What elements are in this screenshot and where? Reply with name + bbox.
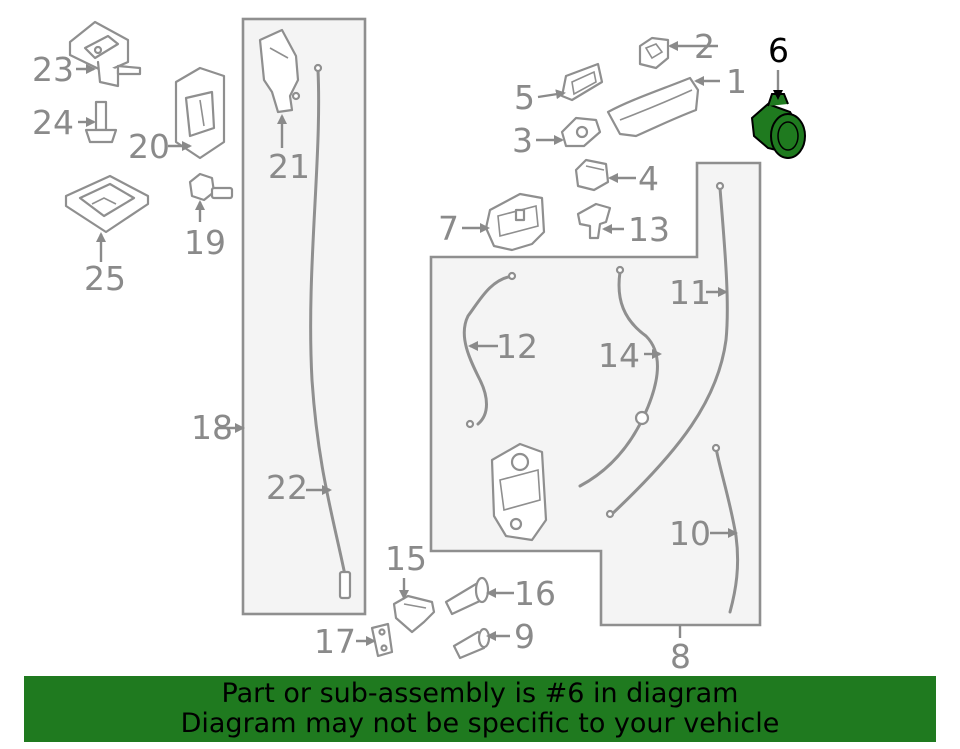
callout-24: 24 [32, 103, 74, 142]
callout-14: 14 [598, 336, 640, 375]
part-3-cover [560, 116, 602, 148]
part-2-gasket [638, 36, 670, 70]
part-16-bumper [444, 576, 490, 616]
callout-9: 9 [514, 617, 535, 656]
callout-5: 5 [514, 78, 535, 117]
callout-20: 20 [128, 127, 170, 166]
group-18-box [241, 17, 367, 616]
callout-15: 15 [385, 539, 427, 578]
part-19-bolt [188, 172, 234, 202]
part-14-cable [578, 265, 659, 488]
banner-line-2: Diagram may not be specific to your vehi… [180, 708, 780, 739]
callout-4: 4 [638, 159, 659, 198]
part-9-bumper [452, 627, 491, 660]
callout-11: 11 [669, 273, 711, 312]
part-7-actuator [484, 192, 546, 252]
callout-3: 3 [512, 121, 533, 160]
callout-1: 1 [726, 62, 747, 101]
part-5-gasket [560, 62, 604, 102]
callout-13: 13 [628, 210, 670, 249]
part-15-bracket [392, 594, 436, 634]
callout-2: 2 [694, 27, 715, 66]
callout-25: 25 [84, 259, 126, 298]
callout-8: 8 [670, 637, 691, 676]
leader-arrows [76, 41, 783, 646]
callout-7: 7 [438, 209, 459, 248]
callout-12: 12 [496, 327, 538, 366]
part-11-cable [605, 181, 729, 519]
banner-line-1: Part or sub-assembly is #6 in diagram [221, 678, 739, 709]
callout-18: 18 [191, 408, 233, 447]
part-25-cup [64, 174, 150, 234]
part-23-hinge [68, 20, 142, 88]
callout-19: 19 [184, 223, 226, 262]
part-12-cable [462, 271, 517, 429]
callout-10: 10 [669, 514, 711, 553]
part-24-pin [84, 100, 118, 144]
part-20-bracket [174, 66, 226, 160]
callout-17: 17 [314, 622, 356, 661]
callout-6: 6 [768, 31, 789, 70]
callout-22: 22 [266, 468, 308, 507]
part-21-bracket [258, 28, 301, 114]
part-22-cable [309, 63, 352, 600]
part-1-handle [606, 76, 700, 138]
callout-23: 23 [32, 50, 74, 89]
info-banner: Part or sub-assembly is #6 in diagram Di… [24, 676, 936, 742]
part-6-lock-cylinder [750, 93, 806, 159]
callout-21: 21 [268, 147, 310, 186]
part-17-plate [370, 622, 394, 658]
part-4-cap [574, 158, 610, 192]
part-13-clip [576, 202, 612, 240]
callout-16: 16 [514, 574, 556, 613]
door-latch-assembly [490, 442, 548, 542]
